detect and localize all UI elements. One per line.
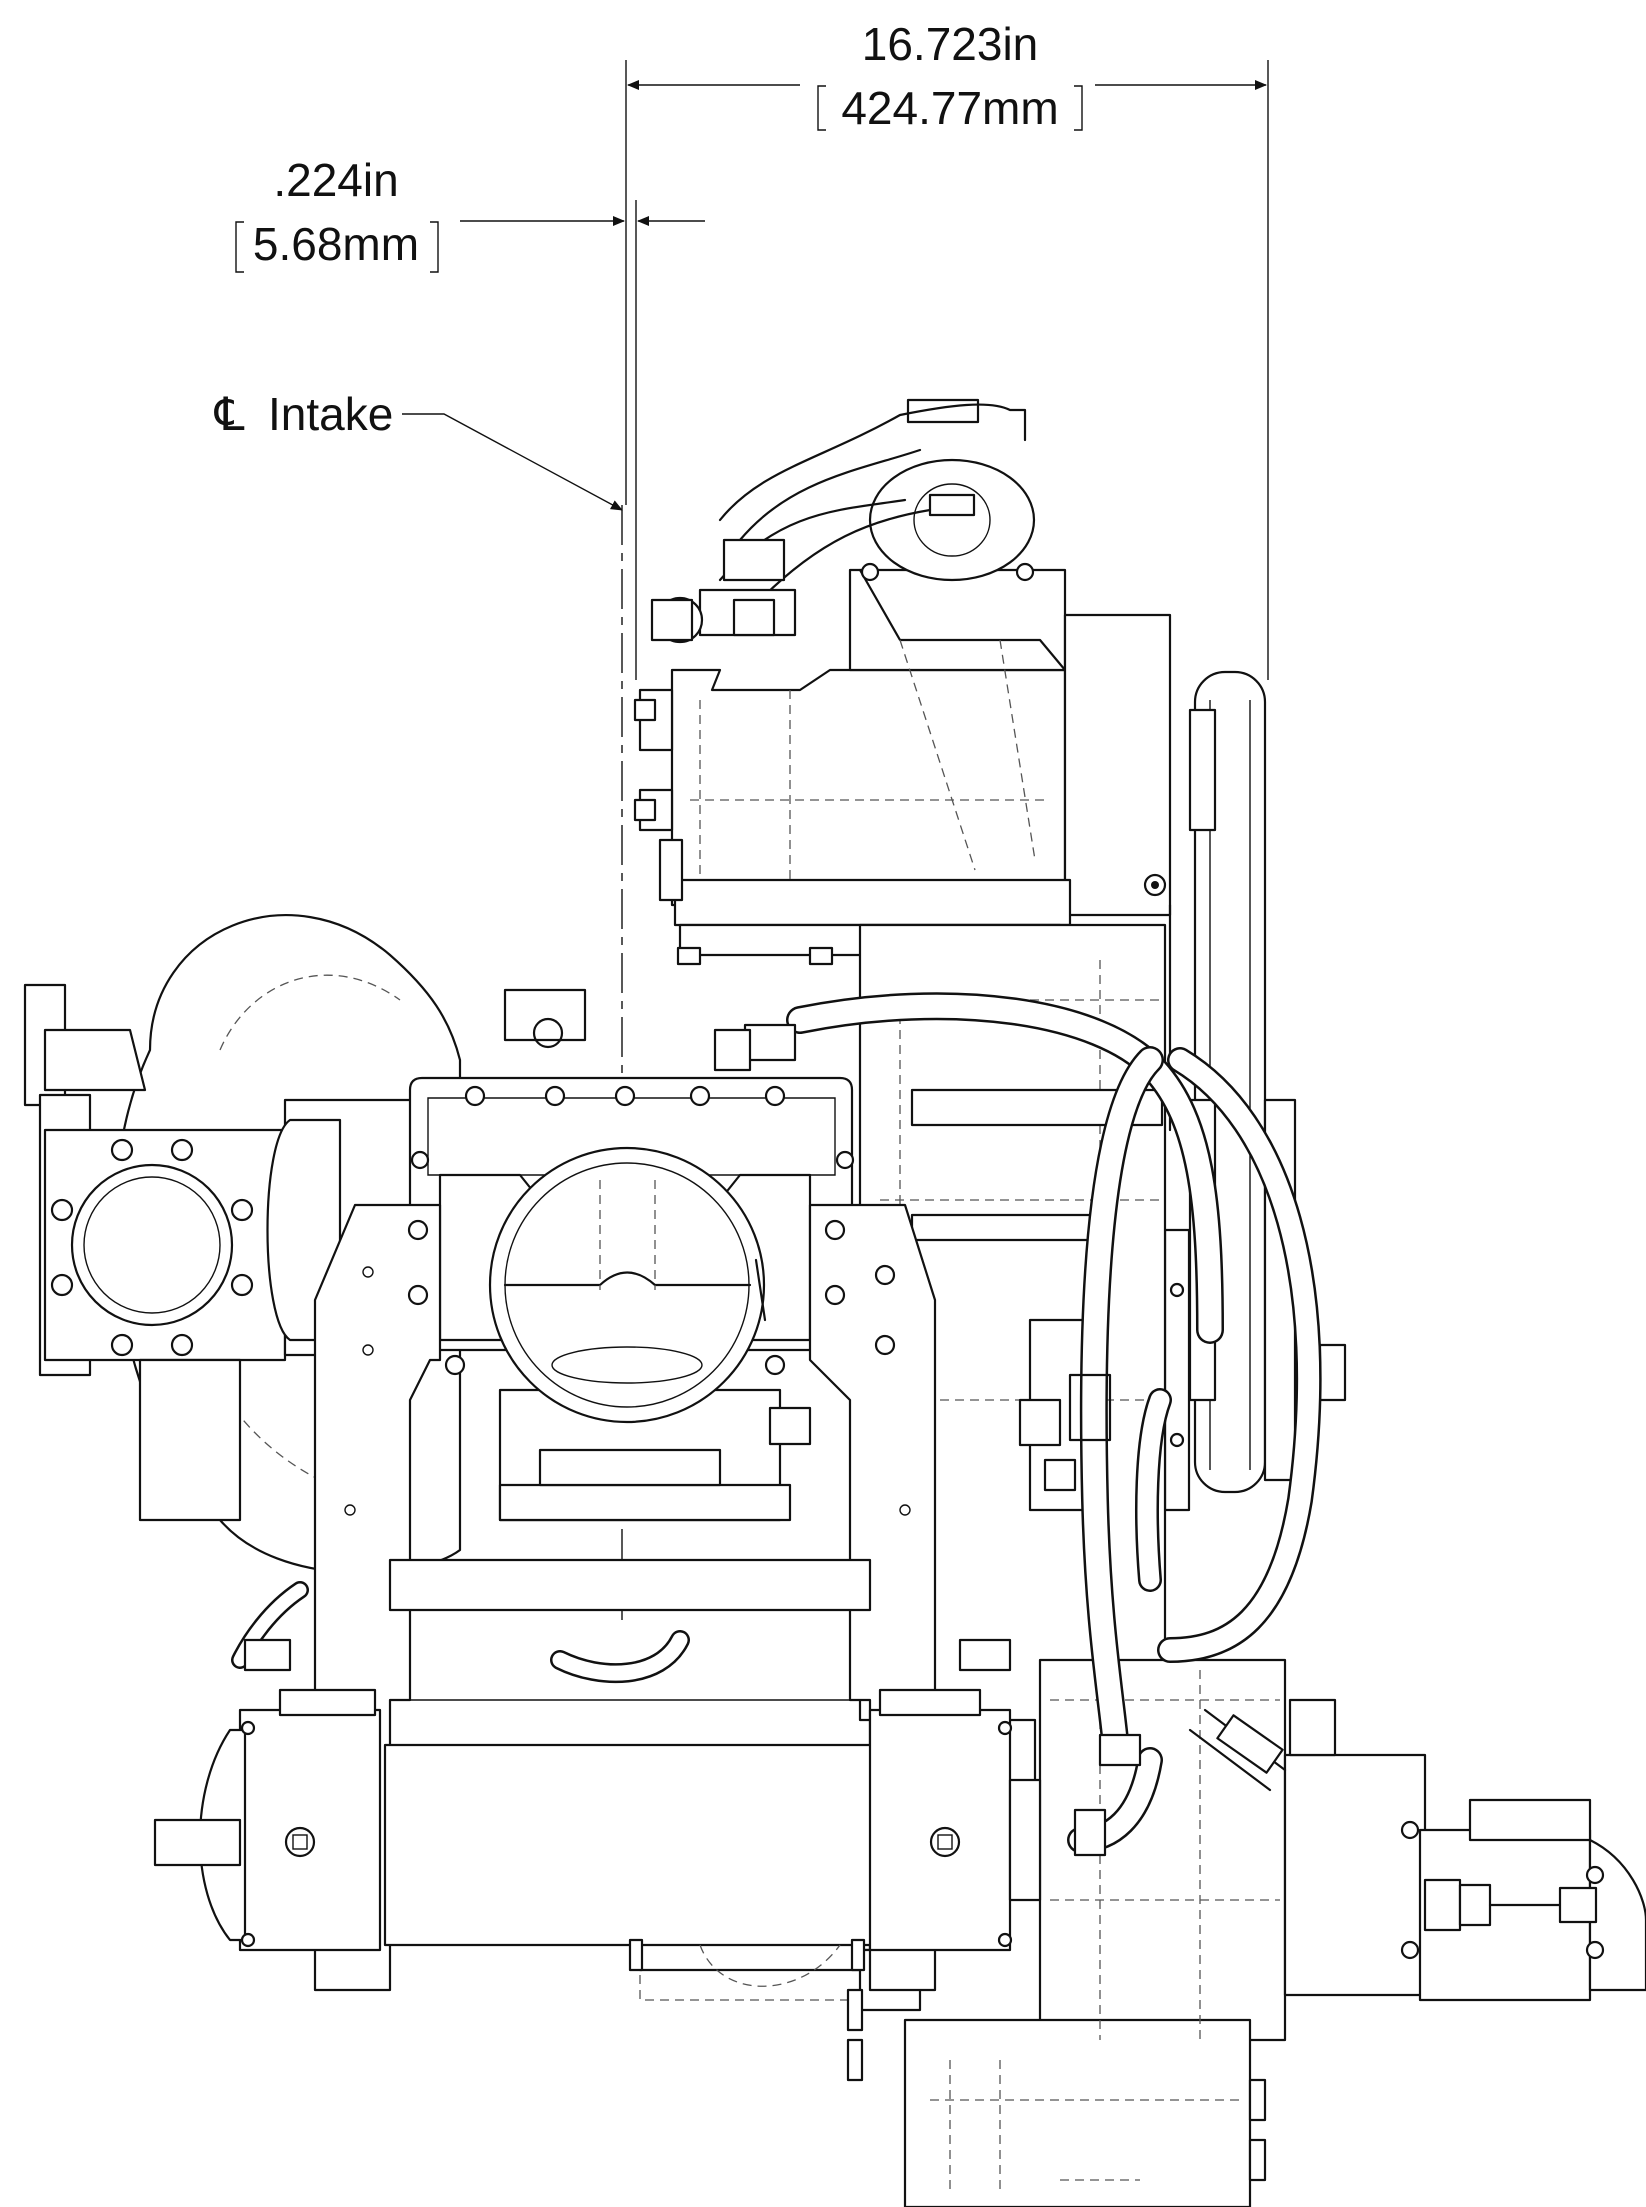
hoses <box>231 992 1322 1857</box>
centerline-text: Intake <box>268 388 393 440</box>
engine-assembly <box>23 398 1646 2207</box>
overall-width-dimension: 16.723in 424.77mm <box>625 18 1269 680</box>
offset-dimension-mm: 5.68mm <box>253 218 419 270</box>
centerline-leader <box>402 413 623 511</box>
offset-mm-brackets <box>235 221 439 273</box>
offset-dimension: .224in 5.68mm <box>235 154 705 680</box>
centerline-symbol: ℄ <box>214 388 245 440</box>
throttle-body <box>488 1146 767 1424</box>
offset-dimension-inches: .224in <box>273 154 398 206</box>
mounting-bolts <box>628 698 1267 2182</box>
overall-dimension-inches: 16.723in <box>862 18 1039 70</box>
overall-dimension-mm: 424.77mm <box>841 82 1058 134</box>
mm-brackets <box>817 85 1083 131</box>
bottom-manifold <box>153 1688 1042 2001</box>
top-sensor-harness <box>650 398 1036 644</box>
